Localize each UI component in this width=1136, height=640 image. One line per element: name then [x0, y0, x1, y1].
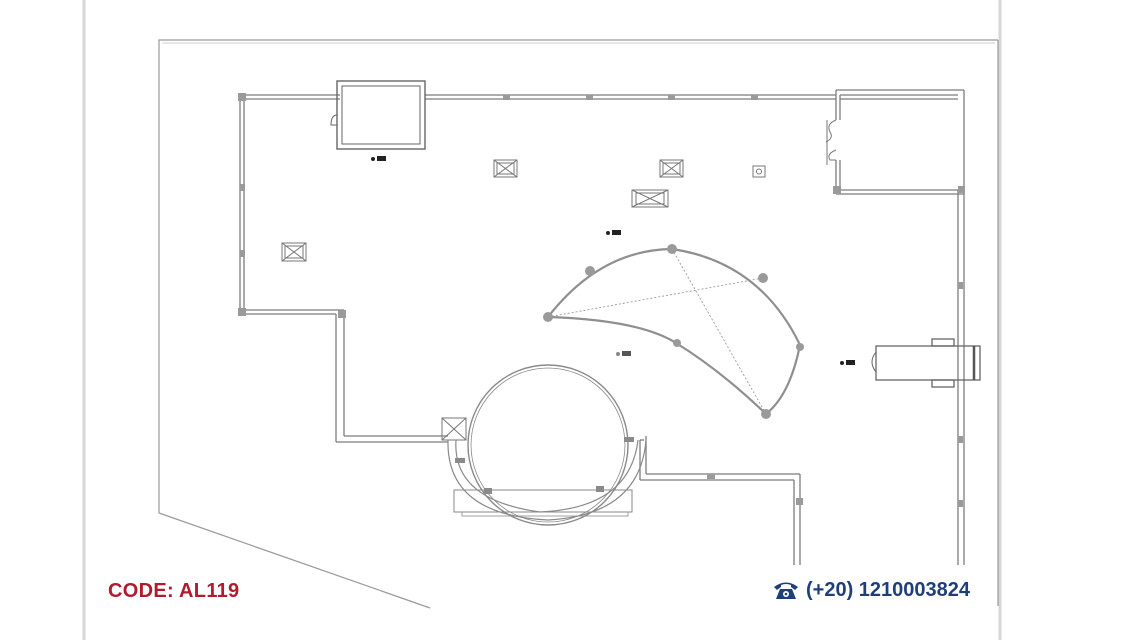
stair-room-top-left — [330, 80, 426, 150]
circular-room — [447, 364, 647, 526]
fixture-symbols — [371, 156, 855, 365]
telephone-icon — [774, 582, 798, 599]
phone-number: (+20) 1210003824 — [806, 578, 971, 601]
site-boundary — [158, 39, 999, 609]
wall-columns — [238, 93, 965, 507]
right-entrance — [871, 338, 981, 388]
phone-contact: (+20) 1210003824 — [772, 578, 970, 602]
curved-feature-nodes — [543, 244, 804, 419]
door-frames-top-right — [825, 119, 837, 165]
code-label: CODE: AL119 — [108, 580, 240, 602]
ventilation-boxes — [281, 159, 766, 441]
exterior-walls — [239, 89, 965, 565]
circular-room-markers — [455, 437, 634, 494]
